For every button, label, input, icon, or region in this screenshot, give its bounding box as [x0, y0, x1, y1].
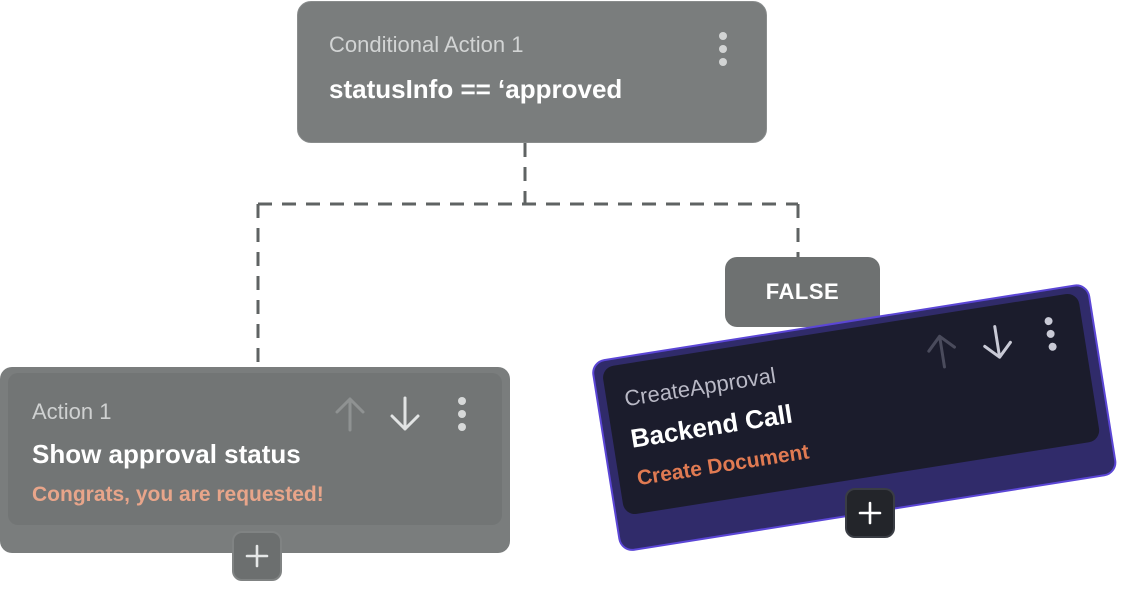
- arrow-up-icon[interactable]: [333, 395, 367, 433]
- conditional-action-card[interactable]: Conditional Action 1 statusInfo == ‘appr…: [297, 1, 767, 143]
- action-card-body: Action 1 Show approval status Congrats, …: [8, 373, 502, 525]
- backend-call-card[interactable]: CreateApproval Backend Call Create Docum…: [590, 282, 1119, 553]
- action-subtitle: Congrats, you are requested!: [32, 483, 324, 506]
- action-card[interactable]: Action 1 Show approval status Congrats, …: [0, 367, 510, 553]
- backend-call-card-wrapper: CreateApproval Backend Call Create Docum…: [590, 282, 1119, 553]
- action-label: Action 1: [32, 399, 112, 424]
- arrow-up-icon[interactable]: [922, 330, 962, 373]
- arrow-down-icon[interactable]: [978, 321, 1018, 364]
- add-action-button[interactable]: [845, 488, 895, 538]
- conditional-action-label: Conditional Action 1: [329, 32, 524, 57]
- plus-icon: [245, 544, 269, 568]
- add-action-button[interactable]: [232, 531, 282, 581]
- vertical-dots-icon[interactable]: [457, 397, 467, 431]
- plus-icon: [858, 501, 882, 525]
- arrow-down-icon[interactable]: [388, 395, 422, 433]
- conditional-expression: statusInfo == ‘approved: [329, 74, 623, 104]
- vertical-dots-icon[interactable]: [718, 32, 728, 66]
- action-title: Show approval status: [32, 439, 301, 469]
- false-branch-label: FALSE: [725, 257, 880, 327]
